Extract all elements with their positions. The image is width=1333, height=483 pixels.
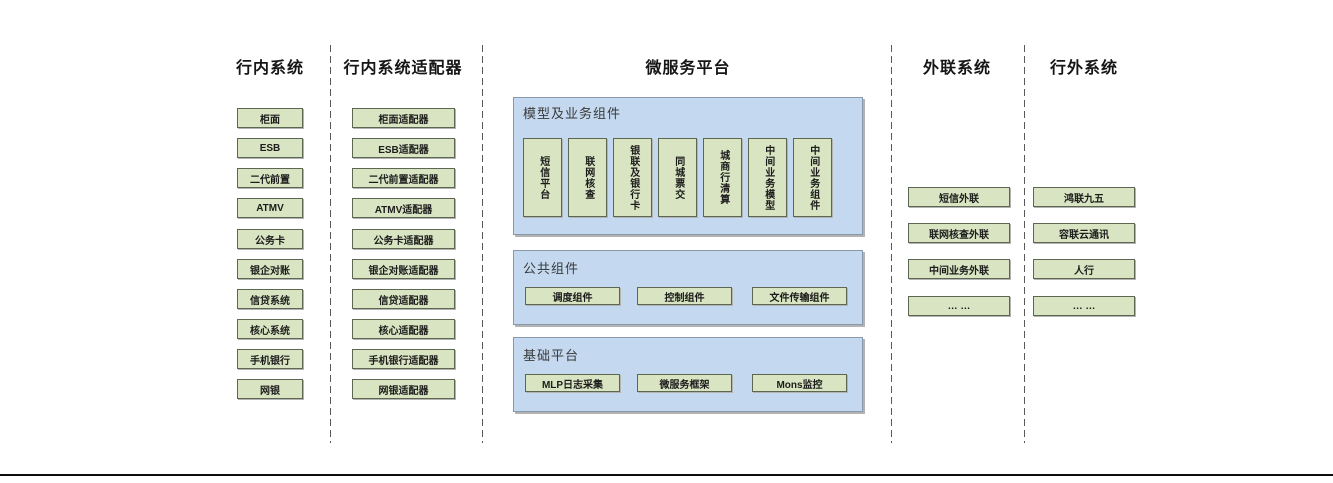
external-link-node: 联网核查外联: [908, 223, 1010, 243]
column-separator: [1024, 45, 1025, 443]
adapter-node: 柜面适配器: [352, 108, 455, 128]
model-component-node: 中间业务组件: [793, 138, 832, 217]
title-external-link-systems: 外联系统: [922, 60, 991, 77]
adapter-node: 公务卡适配器: [352, 229, 455, 249]
model-component-label: 短信平台: [537, 155, 549, 200]
internal-system-node: ATMV: [237, 198, 303, 218]
outside-system-node: 鸿联九五: [1033, 187, 1135, 207]
internal-system-node: 银企对账: [237, 259, 303, 279]
title-microservice-platform: 微服务平台: [645, 60, 731, 77]
model-component-label: 中间业务模型: [762, 144, 774, 211]
model-component-label: 联网核查: [582, 155, 594, 200]
model-component-node: 短信平台: [523, 138, 562, 217]
internal-system-node: 信贷系统: [237, 289, 303, 309]
column-separator: [482, 45, 483, 443]
outside-system-node: 容联云通讯: [1033, 223, 1135, 243]
internal-system-node: ESB: [237, 138, 303, 158]
model-component-label: 中间业务组件: [807, 144, 819, 211]
base-platform-node: MLP日志采集: [525, 374, 620, 392]
model-component-label: 城商行清算: [717, 150, 729, 205]
adapter-node: 核心适配器: [352, 319, 455, 339]
internal-system-node: 二代前置: [237, 168, 303, 188]
base-platform-node: Mons监控: [752, 374, 847, 392]
outside-system-node: 人行: [1033, 259, 1135, 279]
external-link-node: 短信外联: [908, 187, 1010, 207]
panel-common-components-label: 公共组件: [523, 261, 580, 276]
title-internal-adapters: 行内系统适配器: [343, 60, 463, 77]
panel-model-components-label: 模型及业务组件: [523, 106, 622, 121]
adapter-node: 二代前置适配器: [352, 168, 455, 188]
internal-system-node: 公务卡: [237, 229, 303, 249]
model-component-node: 同城票交: [658, 138, 697, 217]
column-separator: [330, 45, 331, 443]
internal-system-node: 柜面: [237, 108, 303, 128]
model-component-node: 城商行清算: [703, 138, 742, 217]
common-component-node: 文件传输组件: [752, 287, 847, 305]
common-component-node: 控制组件: [637, 287, 732, 305]
external-link-node: 中间业务外联: [908, 259, 1010, 279]
external-link-node: … …: [908, 296, 1010, 316]
bottom-divider: [0, 474, 1333, 476]
adapter-node: 手机银行适配器: [352, 349, 455, 369]
title-outside-systems: 行外系统: [1049, 60, 1118, 77]
outside-system-node: … …: [1033, 296, 1135, 316]
internal-system-node: 手机银行: [237, 349, 303, 369]
model-component-node: 联网核查: [568, 138, 607, 217]
common-component-node: 调度组件: [525, 287, 620, 305]
internal-system-node: 核心系统: [237, 319, 303, 339]
panel-base-platform-label: 基础平台: [523, 348, 580, 363]
internal-system-node: 网银: [237, 379, 303, 399]
adapter-node: ATMV适配器: [352, 198, 455, 218]
adapter-node: 网银适配器: [352, 379, 455, 399]
base-platform-node: 微服务框架: [637, 374, 732, 392]
adapter-node: 信贷适配器: [352, 289, 455, 309]
model-component-label: 银联及银行卡: [627, 144, 639, 211]
adapter-node: ESB适配器: [352, 138, 455, 158]
adapter-node: 银企对账适配器: [352, 259, 455, 279]
model-component-label: 同城票交: [672, 155, 684, 200]
model-component-node: 中间业务模型: [748, 138, 787, 217]
model-component-node: 银联及银行卡: [613, 138, 652, 217]
title-internal-systems: 行内系统: [235, 60, 304, 77]
column-separator: [891, 45, 892, 443]
